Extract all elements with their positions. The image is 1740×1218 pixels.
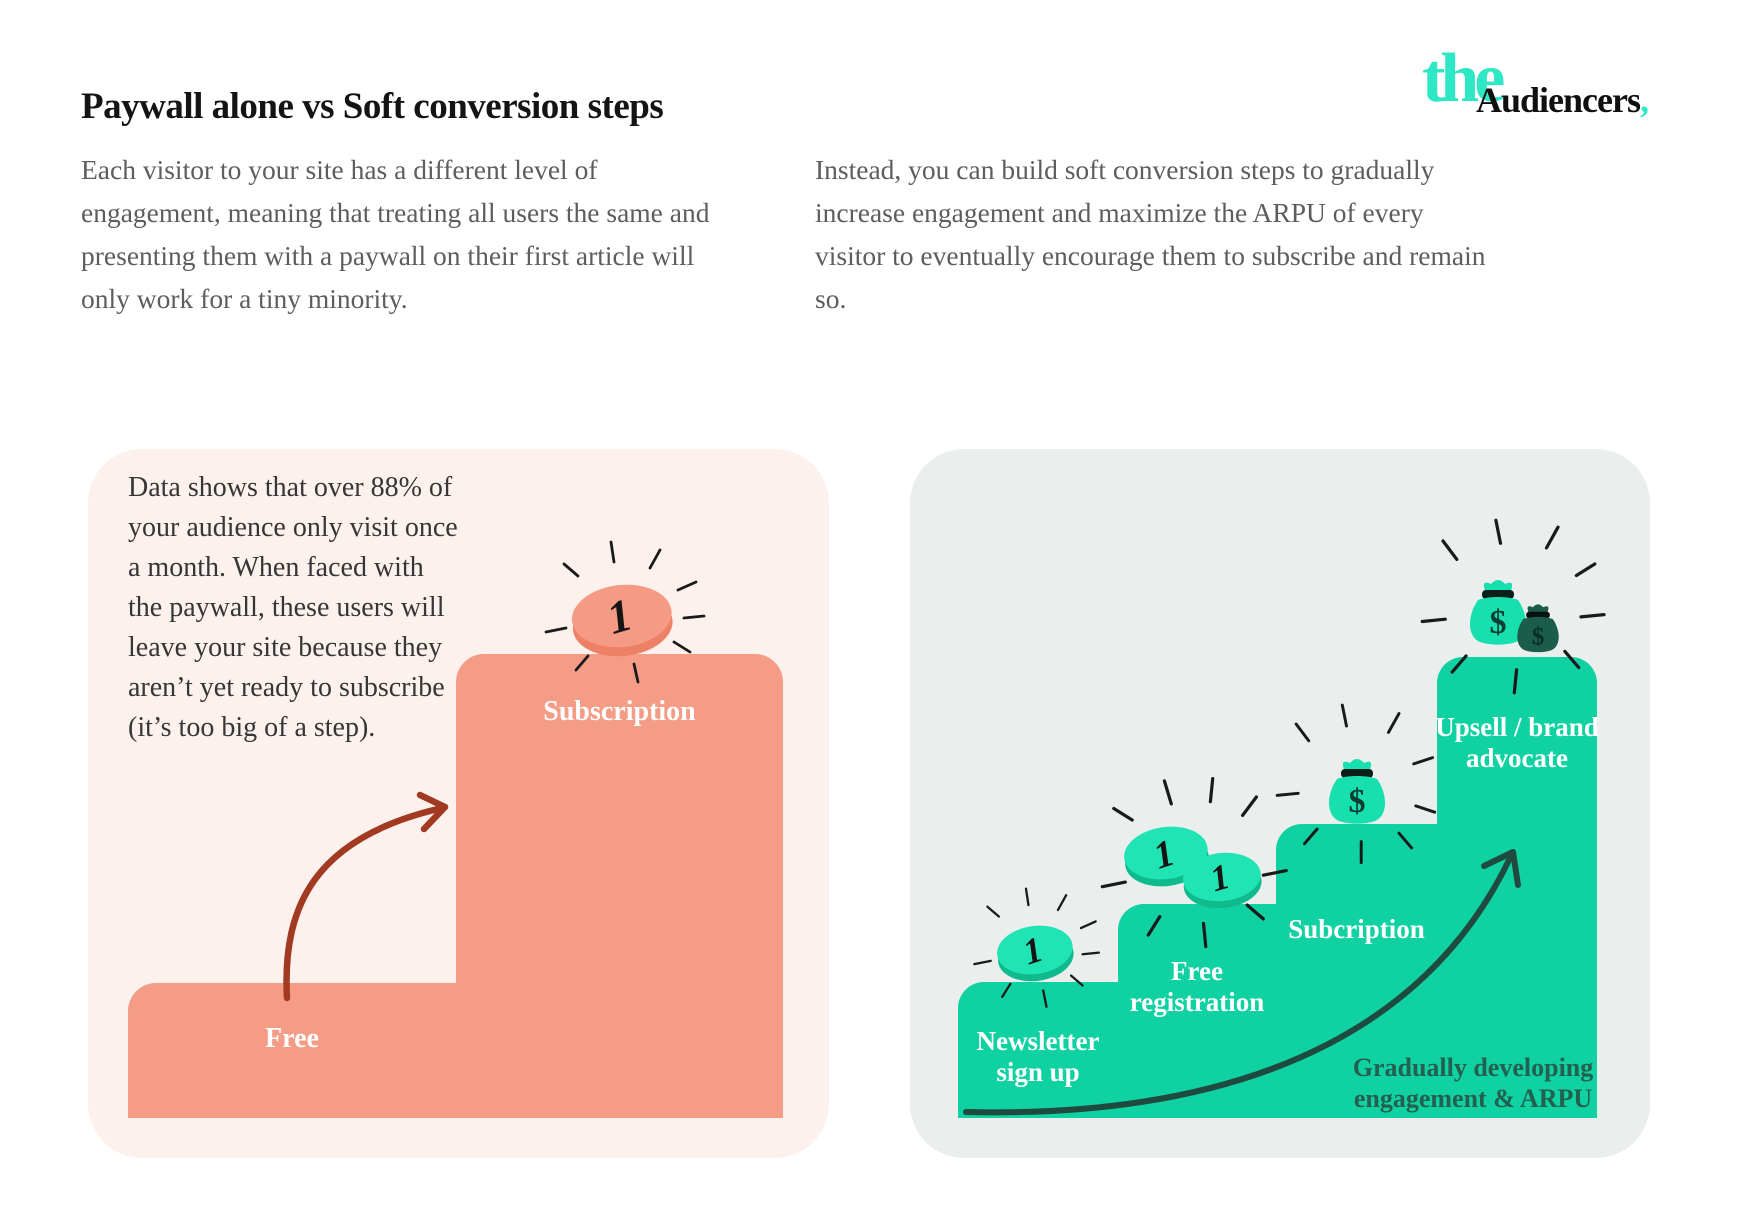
growth-caption: Gradually developing engagement & ARPU xyxy=(1352,1053,1594,1113)
intro-paragraph-left: Each visitor to your site has a differen… xyxy=(81,153,710,314)
subscription-step xyxy=(456,654,783,1118)
money-bag: $ xyxy=(1329,759,1385,824)
coin-icon: 1 xyxy=(544,540,706,684)
newsletter-step-label: Newsletter sign up xyxy=(976,1026,1100,1087)
dollar-symbol: $ xyxy=(1532,623,1545,650)
money-bag-icon: $ xyxy=(1275,703,1437,865)
curved-arrow-icon xyxy=(283,791,449,1002)
dollar-symbol: $ xyxy=(1349,783,1366,820)
money-bags-icon: $ $ xyxy=(1420,518,1606,695)
upsell-step-label: Upsell / brand advocate xyxy=(1435,712,1599,773)
free-step-label: Free xyxy=(265,1023,319,1054)
coin-pair-icon: 1 1 xyxy=(1100,776,1288,949)
sparkle-rays xyxy=(544,540,706,684)
intro-paragraph-right: Instead, you can build soft conversion s… xyxy=(815,153,1486,314)
coin: 1 xyxy=(571,584,673,657)
logo-audiencers: Audiencers, xyxy=(1476,80,1649,120)
money-bag-dark: $ xyxy=(1517,604,1559,653)
dollar-symbol: $ xyxy=(1490,604,1507,641)
coin: 1 xyxy=(997,925,1074,982)
logo-the: the xyxy=(1422,40,1505,117)
subscription-step-label: Subscription xyxy=(543,696,696,727)
sparkle-rays xyxy=(1100,776,1288,949)
logo-audiencers-text: Audiencers xyxy=(1476,80,1641,120)
sparkle-rays xyxy=(1420,518,1606,695)
coin-icon: 1 xyxy=(973,887,1101,1008)
page-title: Paywall alone vs Soft conversion steps xyxy=(81,85,664,127)
growth-arrow-icon xyxy=(963,849,1521,1116)
free-registration-step-label: Free registration xyxy=(1129,956,1265,1017)
the-audiencers-logo: the Audiencers, xyxy=(1410,38,1670,128)
paywall-note: Data shows that over 88% of your audienc… xyxy=(128,472,458,743)
sparkle-rays xyxy=(973,887,1101,1008)
subcription-step-label: Subcription xyxy=(1288,914,1425,944)
money-bag: $ xyxy=(1470,580,1526,645)
sparkle-rays xyxy=(1275,703,1437,865)
coin: 1 xyxy=(1183,852,1262,909)
logo-comma: , xyxy=(1640,80,1649,120)
